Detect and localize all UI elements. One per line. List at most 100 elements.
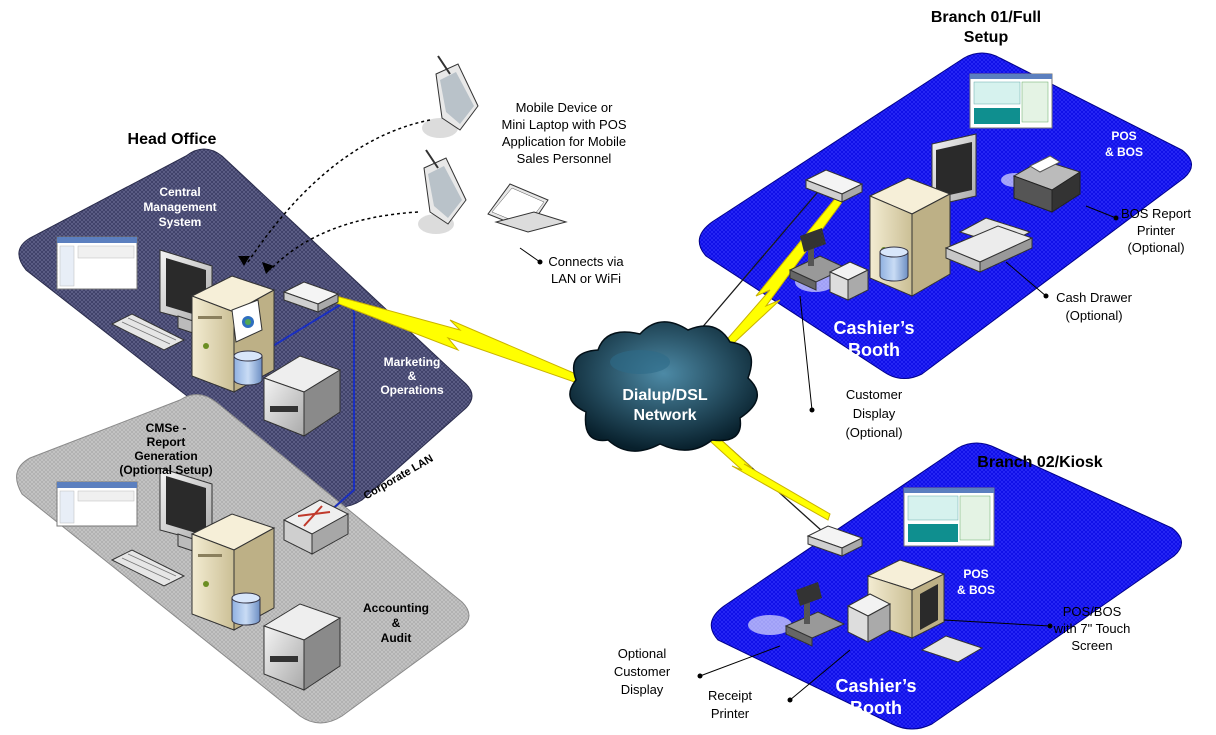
mobile-line-2: Mini Laptop with POS: [501, 117, 626, 132]
mobile-line-4: Sales Personnel: [517, 151, 612, 166]
modem-icon: [282, 281, 340, 313]
central-line-3: System: [159, 215, 202, 229]
marketing-line-2: &: [408, 369, 417, 383]
cmse-label: CMSe - Report Generation (Optional Setup…: [119, 421, 212, 477]
accounting-label: Accounting & Audit: [363, 601, 429, 645]
mobile-device-label: Mobile Device or Mini Laptop with POS Ap…: [501, 100, 626, 166]
keyboard-icon: [110, 313, 186, 351]
database-icon: [233, 350, 263, 386]
network-line-1: Dialup/DSL: [622, 387, 708, 404]
touch-line-2: with 7" Touch: [1053, 621, 1131, 636]
software-screenshot: [56, 236, 138, 290]
central-line-2: Management: [143, 200, 216, 214]
printer-icon: [1012, 155, 1082, 213]
cmse-line-2: Report: [147, 435, 186, 449]
branch02-title: Branch 02/Kiosk: [977, 454, 1102, 471]
branch02-pos-label: POS & BOS: [957, 567, 995, 597]
marketing-label: Marketing & Operations: [380, 355, 444, 397]
cash-drawer-line-1: Cash Drawer: [1056, 290, 1133, 305]
central-line-1: Central: [159, 185, 200, 199]
database-icon: [879, 246, 909, 282]
bos-printer-line-3: (Optional): [1127, 240, 1184, 255]
branch02-pos-line-1: POS: [963, 567, 988, 581]
receipt-line-1: Receipt: [708, 688, 752, 703]
touch-screen-label: POS/BOS with 7" Touch Screen: [1053, 604, 1131, 653]
receipt-printer-label: Receipt Printer: [708, 688, 752, 721]
cmse-line-1: CMSe -: [146, 421, 187, 435]
software-screenshot: [903, 487, 995, 547]
laptop-icon: [487, 183, 568, 233]
server-icon: [190, 513, 276, 631]
wifi-link-2: [269, 211, 419, 271]
marketing-line-1: Marketing: [384, 355, 441, 369]
branch02-cashier-label: Cashier’s Booth: [835, 676, 916, 718]
mobile-line-3: Application for Mobile: [502, 134, 626, 149]
monitor-icon: [931, 133, 977, 207]
marketing-line-3: Operations: [380, 383, 444, 397]
connects-line-1: Connects via: [548, 254, 624, 269]
optional-display-line-2: Customer: [614, 664, 671, 679]
modem-icon: [804, 169, 864, 203]
bos-printer-line-2: Printer: [1137, 223, 1176, 238]
central-management-label: Central Management System: [143, 185, 216, 229]
bos-printer-line-1: BOS Report: [1121, 206, 1191, 221]
head-office-title: Head Office: [128, 131, 217, 148]
branch02-pos-line-2: & BOS: [957, 583, 995, 597]
mobile-line-1: Mobile Device or: [516, 100, 613, 115]
callout-lines: [519, 205, 1117, 701]
branch01-title-line-2: Setup: [964, 29, 1009, 46]
software-screenshot: [969, 73, 1053, 129]
connects-line-2: LAN or WiFi: [551, 271, 621, 286]
branch02-cashier-line-1: Cashier’s: [835, 676, 916, 696]
pda-icon: [435, 55, 479, 131]
cash-drawer-icon: [944, 225, 1034, 273]
cmse-line-4: (Optional Setup): [119, 463, 212, 477]
customer-display-label: Customer Display (Optional): [845, 387, 902, 440]
branch01-title: Branch 01/Full Setup: [931, 9, 1041, 46]
receipt-printer-icon: [828, 261, 870, 301]
network-line-2: Network: [633, 407, 696, 424]
branch02-cashier-line-2: Booth: [850, 698, 902, 718]
receipt-line-2: Printer: [711, 706, 750, 721]
branch02-zone: [710, 442, 1182, 730]
keyboard-icon: [920, 635, 984, 663]
printer-icon: [262, 603, 342, 691]
document-icon: [231, 299, 263, 343]
connects-label: Connects via LAN or WiFi: [548, 254, 624, 286]
pos-display-icon: [788, 228, 848, 291]
wifi-link-1: [247, 119, 431, 263]
branch01-cashier-line-2: Booth: [848, 340, 900, 360]
pda-icon: [423, 149, 467, 225]
branch01-pos-label: POS & BOS: [1105, 129, 1143, 159]
keyboard-icon: [110, 549, 186, 587]
touch-line-1: POS/BOS: [1063, 604, 1122, 619]
accounting-line-1: Accounting: [363, 601, 429, 615]
branch01-cashier-line-1: Cashier’s: [833, 318, 914, 338]
optional-display-line-1: Optional: [618, 646, 667, 661]
software-screenshot: [56, 481, 138, 527]
branch01-link: [699, 179, 829, 331]
accounting-line-2: &: [392, 616, 401, 630]
cloud-icon: [569, 321, 758, 452]
branch01-cashier-label: Cashier’s Booth: [833, 318, 914, 360]
customer-display-line-3: (Optional): [845, 425, 902, 440]
customer-display-line-2: Display: [853, 406, 896, 421]
printer-icon: [262, 355, 342, 437]
branch01-pos-line-1: POS: [1111, 129, 1136, 143]
pos-display-icon: [784, 582, 846, 647]
branch01-pos-line-2: & BOS: [1105, 145, 1143, 159]
optional-display-label: Optional Customer Display: [614, 646, 671, 697]
customer-display-line-1: Customer: [846, 387, 903, 402]
network-label: Dialup/DSL Network: [622, 387, 708, 424]
accounting-line-3: Audit: [381, 631, 412, 645]
cmse-line-3: Generation: [134, 449, 197, 463]
cash-drawer-label: Cash Drawer (Optional): [1056, 290, 1133, 323]
bos-printer-label: BOS Report Printer (Optional): [1121, 206, 1191, 255]
optional-display-line-3: Display: [621, 682, 664, 697]
branch01-title-line-1: Branch 01/Full: [931, 9, 1041, 26]
touch-line-3: Screen: [1071, 638, 1112, 653]
cash-drawer-line-2: (Optional): [1065, 308, 1122, 323]
switch-icon: [282, 499, 350, 555]
callout-dots: [537, 215, 1119, 703]
